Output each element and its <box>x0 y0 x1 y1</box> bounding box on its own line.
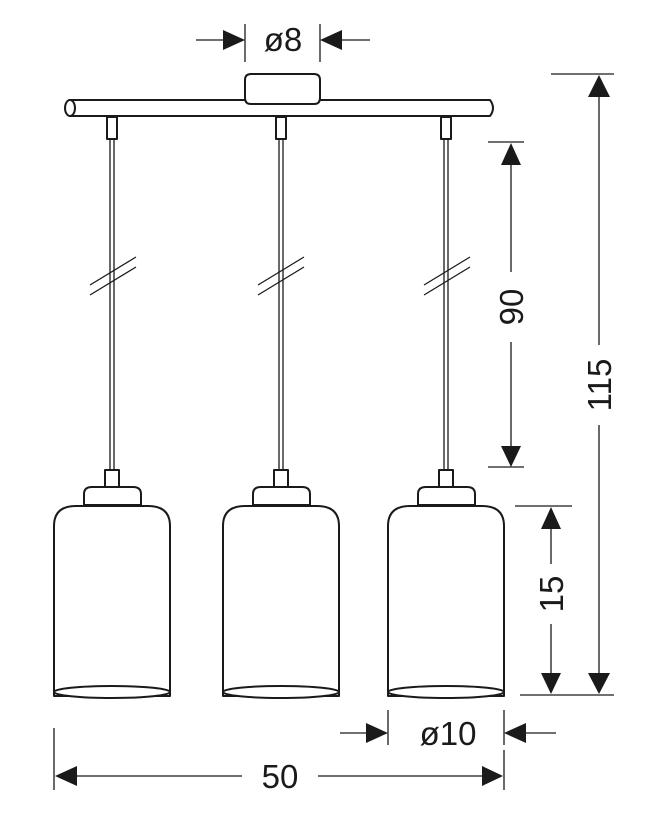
shade-diameter-label: ø10 <box>420 715 477 752</box>
lamp-shade-right <box>387 469 505 699</box>
dimension-total-width: 50 <box>53 728 505 795</box>
cable-holder-right <box>440 116 452 140</box>
dimension-canopy-diameter: ø8 <box>196 21 370 62</box>
lamp-shade-middle <box>222 469 340 699</box>
ceiling-bar <box>64 99 494 117</box>
cable-length-label: 90 <box>493 289 530 326</box>
dimension-shade-height: 15 <box>515 505 572 694</box>
canopy <box>244 73 321 105</box>
canopy-diameter-label: ø8 <box>264 21 303 58</box>
lamp-shade-left <box>53 469 171 699</box>
dimension-shade-diameter: ø10 <box>340 710 556 752</box>
shade-height-label: 15 <box>533 576 570 613</box>
cable-holder-left <box>106 116 118 140</box>
cable-left <box>89 139 137 470</box>
total-height-label: 115 <box>581 359 618 412</box>
cable-right <box>423 139 471 470</box>
total-width-label: 50 <box>262 758 299 795</box>
cable-holder-middle <box>275 116 287 140</box>
cable-middle <box>257 139 305 470</box>
dimension-total-height: 115 <box>520 73 618 696</box>
dimension-cable-length: 90 <box>488 141 530 468</box>
